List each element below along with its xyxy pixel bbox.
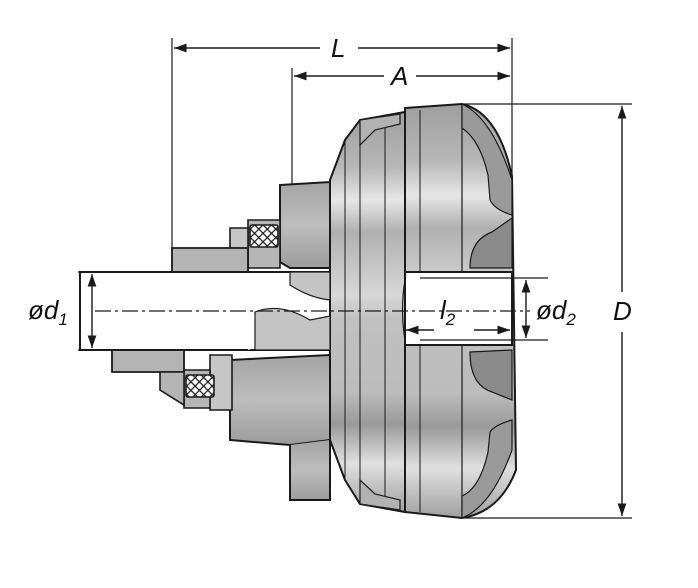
seal-rings <box>185 224 279 398</box>
label-D: D <box>611 298 634 324</box>
label-d2-sub: 2 <box>566 310 576 329</box>
label-A-text: A <box>391 61 409 91</box>
label-d2: ød2 <box>534 297 578 328</box>
label-A: A <box>389 61 411 91</box>
dimension-d2 <box>512 277 548 341</box>
input-sleeve <box>111 247 249 407</box>
label-d1-prefix: ød <box>28 295 59 325</box>
dimension-d1 <box>78 271 160 351</box>
dimension-D <box>464 103 632 519</box>
dimension-L <box>171 38 513 250</box>
label-d1: ød1 <box>26 297 70 328</box>
dimension-A <box>291 68 510 185</box>
hub-body <box>329 110 406 514</box>
label-l2: l2 <box>438 297 457 328</box>
label-D-text: D <box>613 296 632 326</box>
label-L: L <box>329 33 348 63</box>
output-bore <box>401 271 513 346</box>
label-d1-sub: 1 <box>58 310 68 329</box>
label-l2-sub: 2 <box>445 310 456 329</box>
label-d2-prefix: ød <box>536 295 567 325</box>
label-l2-main: l <box>440 295 446 325</box>
label-L-text: L <box>331 33 346 63</box>
